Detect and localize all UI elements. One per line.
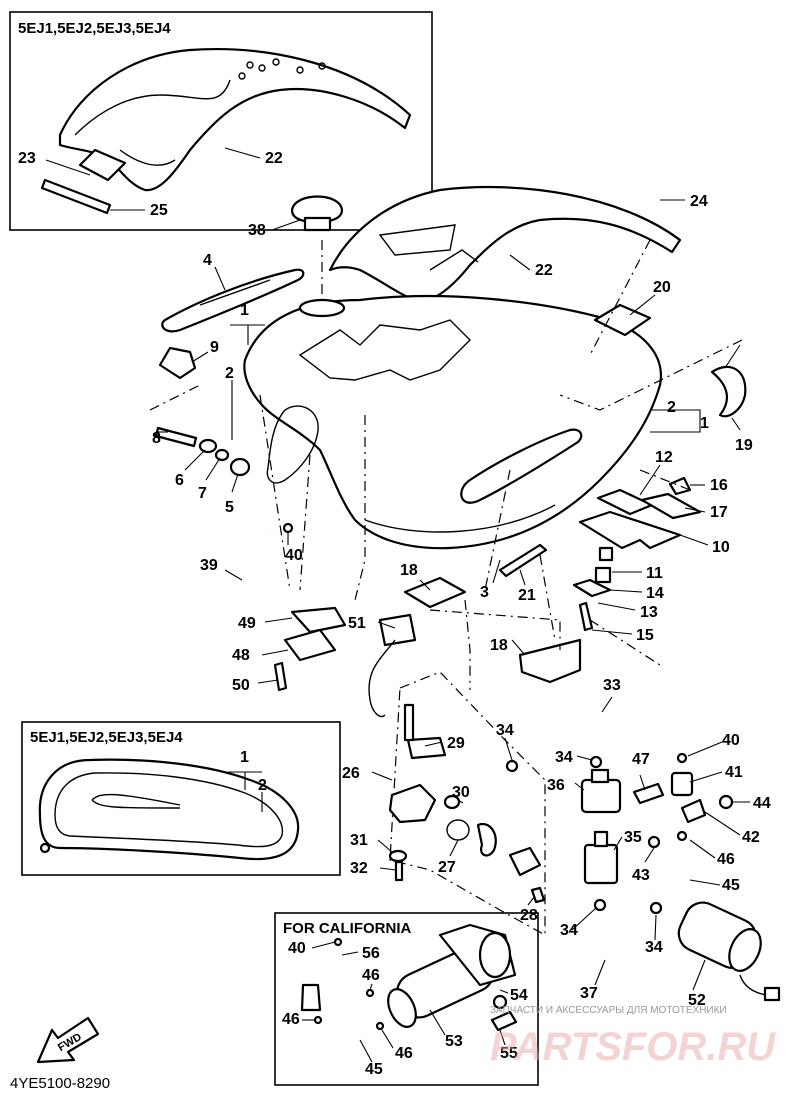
callout-6: 6 [175, 472, 184, 489]
callout-2d: 2 [258, 777, 267, 794]
callout-48: 48 [232, 647, 250, 664]
figure-code: 4YE5100-8290 [10, 1075, 110, 1092]
callout-13: 13 [640, 604, 658, 621]
callout-37: 37 [580, 985, 598, 1002]
callout-43: 43 [632, 867, 650, 884]
callout-15: 15 [636, 627, 654, 644]
callout-52: 52 [688, 992, 706, 1009]
inset-bottom: 5EJ1,5EJ2,5EJ3,5EJ4 1 2 [21, 721, 341, 876]
callout-40c: 40 [288, 940, 306, 957]
callout-29: 29 [447, 735, 465, 752]
callout-5: 5 [225, 499, 234, 516]
callout-55: 55 [500, 1045, 518, 1062]
callout-11: 11 [646, 565, 663, 582]
callout-18b: 18 [490, 637, 508, 654]
callout-25: 25 [150, 202, 168, 219]
callout-4: 4 [203, 252, 212, 269]
inset-top: 5EJ1,5EJ2,5EJ3,5EJ4 23 22 25 [9, 11, 433, 231]
callout-24: 24 [690, 193, 708, 210]
callout-21: 21 [518, 587, 536, 604]
callout-36: 36 [547, 777, 565, 794]
callout-20: 20 [653, 279, 671, 296]
callout-31: 31 [350, 832, 368, 849]
callout-46b: 46 [362, 967, 380, 984]
inset-california-header: FOR CALIFORNIA [283, 920, 411, 937]
callout-30: 30 [452, 784, 470, 801]
callout-49: 49 [238, 615, 256, 632]
callout-22b: 22 [535, 262, 553, 279]
callout-41: 41 [725, 764, 743, 781]
callout-45a: 45 [722, 877, 740, 894]
callout-46c: 46 [282, 1011, 300, 1028]
callout-44: 44 [753, 795, 771, 812]
callout-27: 27 [438, 859, 456, 876]
callout-51: 51 [348, 615, 366, 632]
callout-39: 39 [200, 557, 218, 574]
callout-38: 38 [248, 222, 266, 239]
inset-top-header: 5EJ1,5EJ2,5EJ3,5EJ4 [18, 20, 171, 37]
callout-56: 56 [362, 945, 380, 962]
fwd-arrow-icon: FWD [36, 1016, 100, 1064]
fuel-tank-assembly: 38 4 1 2 9 22 24 20 19 2 1 8 6 7 5 40 39… [149, 185, 781, 1009]
callout-40b: 40 [722, 732, 740, 749]
watermark: ЗАПЧАСТИ И АКСЕССУАРЫ ДЛЯ МОТОТЕХНИКИ PA… [490, 1005, 776, 1069]
callout-53: 53 [445, 1033, 463, 1050]
callout-22a: 22 [265, 150, 283, 167]
callout-2c: 2 [667, 399, 676, 416]
inset-bottom-header: 5EJ1,5EJ2,5EJ3,5EJ4 [30, 729, 183, 746]
callout-34a: 34 [496, 722, 514, 739]
callout-34d: 34 [645, 939, 663, 956]
callout-26: 26 [342, 765, 360, 782]
callout-10: 10 [712, 539, 730, 556]
callout-34b: 34 [555, 749, 573, 766]
callout-50: 50 [232, 677, 250, 694]
callout-47: 47 [632, 751, 650, 768]
callout-42: 42 [742, 829, 760, 846]
callout-14: 14 [646, 585, 664, 602]
callout-23: 23 [18, 150, 36, 167]
callout-1d: 1 [240, 749, 249, 766]
callout-46d: 46 [395, 1045, 413, 1062]
callout-33: 33 [603, 677, 621, 694]
callout-34c: 34 [560, 922, 578, 939]
callout-1c: 1 [700, 415, 709, 432]
callout-16: 16 [710, 477, 728, 494]
callout-1b: 1 [240, 302, 249, 319]
callout-8: 8 [152, 430, 161, 447]
callout-12: 12 [655, 449, 673, 466]
callout-54: 54 [510, 987, 528, 1004]
callout-7: 7 [198, 485, 207, 502]
callout-35: 35 [624, 829, 642, 846]
callout-32: 32 [350, 860, 368, 877]
callout-46a: 46 [717, 851, 735, 868]
watermark-brand: PARTSFOR.RU [490, 1025, 776, 1069]
callout-2b: 2 [225, 365, 234, 382]
callout-18a: 18 [400, 562, 418, 579]
callout-3: 3 [480, 584, 489, 601]
callout-45b: 45 [365, 1061, 383, 1078]
watermark-caption: ЗАПЧАСТИ И АКСЕССУАРЫ ДЛЯ МОТОТЕХНИКИ [490, 1005, 727, 1016]
callout-40a: 40 [285, 547, 303, 564]
callout-17: 17 [710, 504, 728, 521]
callout-9: 9 [210, 339, 219, 356]
inset-california: FOR CALIFORNIA 40 56 46 46 46 [274, 912, 539, 1086]
callout-28: 28 [520, 907, 538, 924]
callout-19: 19 [735, 437, 753, 454]
